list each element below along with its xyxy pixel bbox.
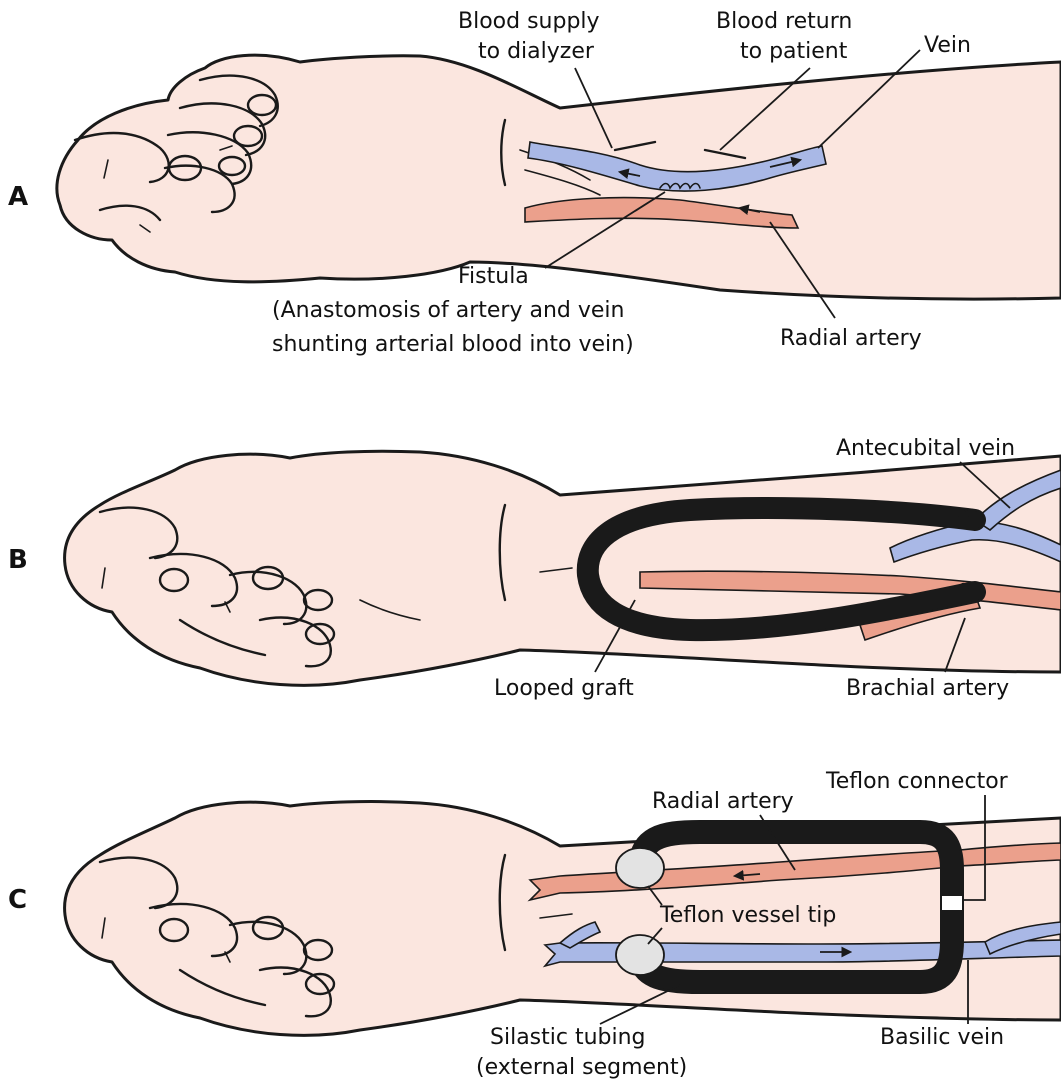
label-blood-supply-line1: Blood supply: [458, 9, 600, 34]
label-looped-graft: Looped graft: [494, 676, 634, 701]
label-antecubital-vein: Antecubital vein: [836, 436, 1015, 461]
label-silastic-tubing-line1: Silastic tubing: [490, 1025, 646, 1050]
label-fistula-line3: shunting arterial blood into vein): [272, 332, 634, 357]
label-basilic-vein: Basilic vein: [880, 1025, 1004, 1050]
panel-a-letter: A: [8, 182, 28, 212]
label-blood-supply-line2: to dialyzer: [478, 39, 595, 64]
label-blood-return-line2: to patient: [740, 39, 848, 64]
panel-a: A Blood supply: [8, 9, 1061, 357]
label-fistula-line2: (Anastomosis of artery and vein: [272, 298, 624, 323]
label-brachial-artery: Brachial artery: [846, 676, 1009, 701]
panel-b: B Antecubital vein Looped graft B: [8, 436, 1061, 701]
label-silastic-tubing-line2: (external segment): [476, 1055, 687, 1080]
label-fistula-line1: Fistula: [458, 264, 529, 289]
panel-c-letter: C: [8, 885, 27, 915]
label-vein-a: Vein: [924, 33, 971, 58]
panel-b-arm: [65, 451, 1061, 685]
panel-a-arm: [57, 55, 1061, 299]
label-teflon-vessel-tip: Teflon vessel tip: [659, 903, 836, 928]
teflon-vessel-tip-lower: [616, 935, 664, 975]
panel-c: C Teflon connector: [8, 769, 1061, 1080]
label-radial-artery-c: Radial artery: [652, 789, 794, 814]
panel-b-letter: B: [8, 545, 28, 575]
label-teflon-connector: Teflon connector: [825, 769, 1009, 794]
teflon-connector: [941, 895, 963, 911]
label-radial-artery-a: Radial artery: [780, 326, 922, 351]
teflon-vessel-tip-upper: [616, 848, 664, 888]
label-blood-return-line1: Blood return: [716, 9, 852, 34]
